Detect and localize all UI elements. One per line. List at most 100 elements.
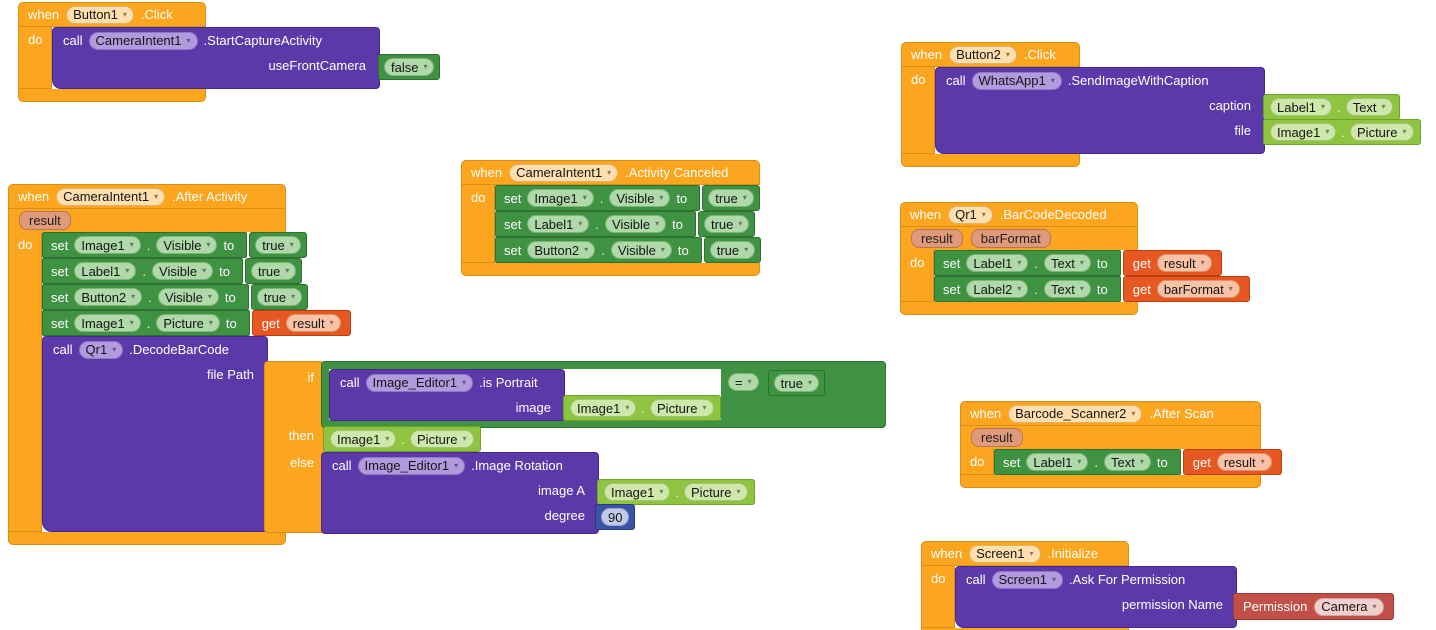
set-block[interactable]: set Label2 . Text to	[934, 276, 1121, 302]
event-header[interactable]: when CameraIntent1 .After Activity	[8, 184, 286, 209]
variable-dropdown[interactable]: result	[285, 314, 341, 332]
event-block-cameraintent1-activitycanceled[interactable]: when CameraIntent1 .Activity Canceled do…	[461, 160, 762, 276]
property-dropdown[interactable]: Picture	[156, 314, 220, 332]
component-dropdown[interactable]: Barcode_Scanner2	[1008, 404, 1143, 423]
logic-true-block[interactable]: true	[697, 211, 756, 237]
property-dropdown[interactable]: Visible	[152, 262, 214, 280]
component-dropdown[interactable]: Button2	[527, 241, 596, 259]
method-call-block[interactable]: call Image_Editor1 .Image Rotation image…	[321, 452, 755, 534]
variable-dropdown[interactable]: barFormat	[1156, 280, 1240, 298]
set-block[interactable]: set Label1 . Text to	[934, 250, 1121, 276]
logic-true-block[interactable]: true	[703, 237, 762, 263]
component-dropdown[interactable]: CameraIntent1	[88, 31, 198, 50]
logic-dropdown[interactable]: true	[709, 241, 756, 259]
event-parameter-chip[interactable]: barFormat	[970, 229, 1051, 248]
component-getter-block[interactable]: Image1 . Picture	[563, 395, 721, 421]
logic-dropdown[interactable]: true	[250, 262, 297, 280]
event-block-barcodescanner2-afterscan[interactable]: when Barcode_Scanner2 .After Scan result…	[960, 401, 1282, 488]
logic-dropdown[interactable]: true	[708, 189, 754, 207]
component-dropdown[interactable]: Label1	[1270, 98, 1333, 116]
component-dropdown[interactable]: Button2	[949, 45, 1017, 64]
event-block-qr1-barcodedecoded[interactable]: when Qr1 .BarCodeDecoded result barForma…	[900, 202, 1250, 315]
property-dropdown[interactable]: Text	[1044, 254, 1091, 272]
event-header[interactable]: when Button2 .Click	[901, 42, 1080, 67]
component-dropdown[interactable]: Button2	[74, 288, 143, 306]
property-dropdown[interactable]: Visible	[610, 241, 672, 259]
property-dropdown[interactable]: Text	[1044, 280, 1091, 298]
component-dropdown[interactable]: Screen1	[991, 570, 1063, 589]
logic-true-block[interactable]: true	[250, 284, 309, 310]
method-call-block[interactable]: call Qr1 .DecodeBarCode file Path if the…	[42, 336, 887, 534]
component-dropdown[interactable]: Image1	[1270, 123, 1337, 141]
number-value[interactable]: 90	[601, 508, 630, 526]
get-variable-block[interactable]: get barFormat	[1122, 276, 1250, 302]
event-header[interactable]: when CameraIntent1 .Activity Canceled	[461, 160, 760, 185]
get-variable-block[interactable]: get result	[1122, 250, 1222, 276]
component-getter-block[interactable]: Image1 . Picture	[323, 426, 481, 452]
component-dropdown[interactable]: Qr1	[78, 340, 124, 359]
logic-dropdown[interactable]: true	[256, 288, 303, 306]
method-call-block[interactable]: call Image_Editor1 .is Portrait image	[329, 369, 721, 421]
property-dropdown[interactable]: Text	[1104, 453, 1151, 471]
variable-dropdown[interactable]: result	[1156, 254, 1212, 272]
method-call-block[interactable]: call Screen1 .Ask For Permission permiss…	[955, 566, 1394, 628]
event-block-button2-click[interactable]: when Button2 .Click do call WhatsApp1 .S…	[901, 42, 1421, 167]
logic-true-block[interactable]: true	[767, 370, 826, 396]
event-parameter-chip[interactable]: result	[19, 211, 71, 230]
permission-dropdown[interactable]: Camera	[1314, 597, 1384, 616]
logic-dropdown[interactable]: true	[255, 236, 301, 254]
logic-dropdown[interactable]: false	[384, 58, 435, 76]
event-header[interactable]: when Screen1 .Initialize	[921, 541, 1129, 566]
method-call-block[interactable]: call CameraIntent1 .StartCaptureActivity…	[52, 27, 441, 89]
property-dropdown[interactable]: Visible	[156, 236, 218, 254]
component-dropdown[interactable]: Label1	[527, 215, 590, 233]
event-block-screen1-initialize[interactable]: when Screen1 .Initialize do call Screen1…	[921, 541, 1394, 630]
number-block[interactable]: 90	[595, 504, 636, 530]
get-variable-block[interactable]: get result	[251, 310, 351, 336]
component-dropdown[interactable]: CameraIntent1	[509, 163, 619, 182]
component-dropdown[interactable]: Image1	[74, 314, 141, 332]
logic-true-block[interactable]: true	[244, 258, 303, 284]
set-block[interactable]: set Image1 . Visible to	[495, 185, 701, 211]
logic-true-block[interactable]: true	[249, 232, 307, 258]
set-block[interactable]: set Button2 . Visible to	[495, 237, 702, 263]
comparison-block[interactable]: call Image_Editor1 .is Portrait image	[321, 361, 887, 428]
event-parameter-chip[interactable]: result	[971, 428, 1023, 447]
component-dropdown[interactable]: WhatsApp1	[971, 71, 1062, 90]
component-dropdown[interactable]: Screen1	[969, 544, 1041, 563]
property-dropdown[interactable]: Text	[1345, 98, 1393, 116]
component-getter-block[interactable]: Image1 . Picture	[1263, 119, 1421, 145]
component-dropdown[interactable]: Label1	[966, 254, 1029, 272]
component-dropdown[interactable]: Image1	[74, 236, 141, 254]
component-getter-block[interactable]: Label1 . Text	[1263, 94, 1400, 120]
set-block[interactable]: set Label1 . Visible to	[495, 211, 696, 237]
component-dropdown[interactable]: Image_Editor1	[357, 456, 466, 475]
get-variable-block[interactable]: get result	[1182, 449, 1282, 475]
logic-dropdown[interactable]: true	[703, 215, 750, 233]
set-block[interactable]: set Label1 . Visible to	[42, 258, 243, 284]
set-block[interactable]: set Button2 . Visible to	[42, 284, 249, 310]
property-dropdown[interactable]: Picture	[684, 483, 748, 501]
property-dropdown[interactable]: Visible	[605, 215, 667, 233]
property-dropdown[interactable]: Visible	[157, 288, 219, 306]
variable-dropdown[interactable]: result	[1216, 453, 1272, 471]
event-header[interactable]: when Qr1 .BarCodeDecoded	[900, 202, 1138, 227]
property-dropdown[interactable]: Picture	[650, 399, 714, 417]
component-dropdown[interactable]: Label2	[966, 280, 1029, 298]
event-header[interactable]: when Barcode_Scanner2 .After Scan	[960, 401, 1261, 426]
component-dropdown[interactable]: Image1	[527, 189, 594, 207]
component-dropdown[interactable]: Image_Editor1	[365, 373, 474, 392]
logic-false-block[interactable]: false	[378, 54, 441, 80]
event-header[interactable]: when Button1 .Click	[18, 2, 206, 27]
event-parameter-chip[interactable]: result	[911, 229, 963, 248]
event-block-cameraintent1-afteractivity[interactable]: when CameraIntent1 .After Activity resul…	[8, 184, 887, 545]
operator-dropdown[interactable]: =	[728, 373, 759, 391]
component-dropdown[interactable]: Image1	[604, 483, 671, 501]
method-call-block[interactable]: call WhatsApp1 .SendImageWithCaption cap…	[935, 67, 1421, 154]
component-dropdown[interactable]: CameraIntent1	[56, 187, 166, 206]
property-dropdown[interactable]: Visible	[609, 189, 671, 207]
property-dropdown[interactable]: Picture	[410, 430, 474, 448]
component-dropdown[interactable]: Qr1	[948, 205, 993, 224]
component-dropdown[interactable]: Image1	[570, 399, 637, 417]
